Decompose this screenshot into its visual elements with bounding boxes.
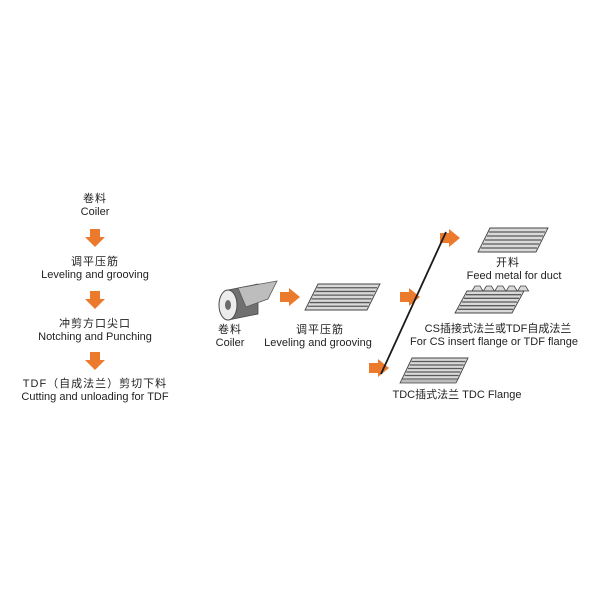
tdc-flange-label: TDC插式法兰 TDC Flange bbox=[392, 389, 522, 401]
feed-label-zh: 开料 bbox=[496, 257, 520, 269]
branch-connector-line bbox=[380, 231, 447, 375]
flanged-sheet-icon bbox=[454, 285, 530, 314]
orange-arrow-down-icon bbox=[85, 291, 105, 309]
sheet-body bbox=[304, 283, 381, 311]
coil-roll-icon bbox=[218, 280, 278, 321]
flange-rib bbox=[505, 285, 518, 292]
step-leveling-en: Leveling and grooving bbox=[41, 269, 149, 281]
coil-sheet bbox=[237, 280, 278, 308]
step-notching-en: Notching and Punching bbox=[38, 331, 152, 343]
orange-arrow-right-icon bbox=[280, 288, 300, 306]
flange-rib bbox=[516, 285, 530, 292]
step-coiler-zh: 卷料 bbox=[83, 193, 107, 205]
step-cutting-en: Cutting and unloading for TDF bbox=[21, 391, 169, 403]
striped-sheet-icon bbox=[477, 227, 549, 253]
leveling-label-zh: 调平压筋 bbox=[296, 324, 344, 336]
flange-rib bbox=[482, 285, 496, 292]
step-notching-zh: 冲剪方口尖口 bbox=[59, 318, 131, 330]
orange-arrow-down-icon bbox=[85, 352, 105, 370]
coiler-label-zh: 卷料 bbox=[218, 324, 242, 336]
orange-arrow-right-icon bbox=[369, 359, 389, 377]
flange-rib bbox=[494, 285, 507, 292]
coiler-label-en: Coiler bbox=[215, 337, 245, 349]
tdc-flange-sheet-icon bbox=[399, 357, 469, 384]
step-cutting-zh: TDF（自成法兰）剪切下料 bbox=[22, 378, 168, 390]
orange-arrow-right-icon bbox=[400, 288, 420, 306]
flange-rib bbox=[471, 285, 484, 292]
flange-label-en: For CS insert flange or TDF flange bbox=[410, 336, 578, 348]
step-coiler-en: Coiler bbox=[80, 206, 110, 218]
orange-arrow-down-icon bbox=[85, 229, 105, 247]
feed-label-en: Feed metal for duct bbox=[466, 270, 562, 282]
tdc-fold-edge bbox=[399, 378, 459, 384]
coil-core bbox=[225, 300, 231, 310]
flange-label-zh: CS插接式法兰或TDF自成法兰 bbox=[424, 323, 572, 335]
step-leveling-zh: 调平压筋 bbox=[71, 256, 119, 268]
leveling-label-en: Leveling and grooving bbox=[264, 337, 372, 349]
striped-sheet-icon bbox=[304, 283, 381, 311]
